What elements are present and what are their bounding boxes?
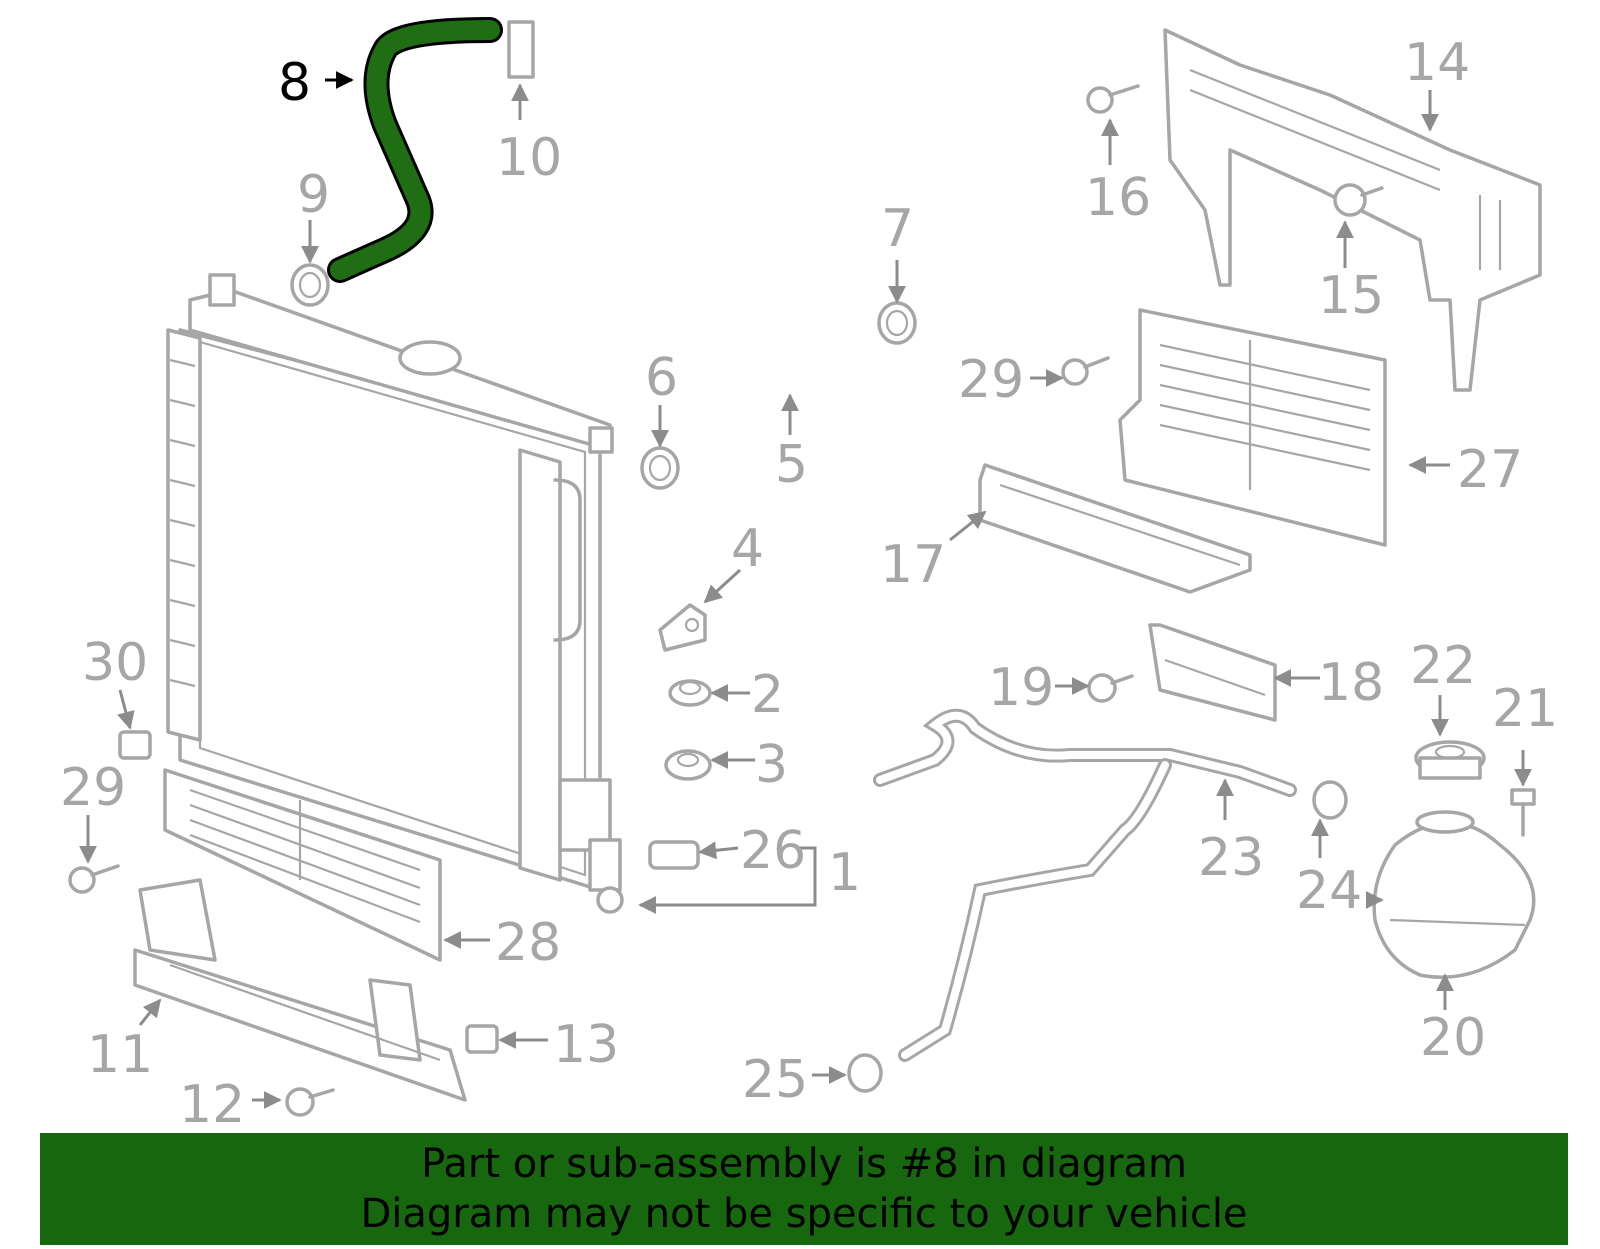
- clamp-9: [290, 263, 330, 307]
- callout-23: 23: [1198, 828, 1264, 888]
- bracket-10: [507, 20, 535, 79]
- callout-5: 5: [775, 435, 808, 495]
- lower-deflector: [133, 878, 467, 1102]
- bolt-29-upper: [1061, 356, 1110, 386]
- callout-11: 11: [87, 1025, 153, 1085]
- active-grille-shutter: [1118, 308, 1387, 547]
- callout-9: 9: [297, 165, 330, 225]
- callout-12: 12: [179, 1075, 245, 1135]
- callout-16: 16: [1085, 168, 1151, 228]
- bracket-18: [1148, 623, 1277, 722]
- grommet-2: [668, 679, 712, 707]
- deflector-17: [978, 463, 1252, 594]
- callout-29-upper: 29: [958, 350, 1024, 410]
- lower-shutter: [163, 768, 442, 962]
- info-banner: Part or sub-assembly is #8 in diagram Di…: [40, 1133, 1568, 1245]
- pushpin-12: [285, 1087, 335, 1117]
- nut-13: [465, 1024, 499, 1054]
- radiator: [166, 273, 624, 914]
- bolt-16: [1086, 84, 1140, 114]
- callout-15: 15: [1318, 266, 1384, 326]
- clamp-24: [1312, 780, 1348, 820]
- callout-labels: 8 10 9 7 6 5 4 2 3 26 1 28 11 12 13 30 2…: [60, 33, 1558, 1135]
- callout-1: 1: [828, 843, 861, 903]
- callout-18: 18: [1318, 653, 1384, 713]
- callout-2: 2: [751, 665, 784, 725]
- callout-7: 7: [881, 199, 914, 259]
- callout-29-lower: 29: [60, 758, 126, 818]
- callout-27: 27: [1457, 440, 1523, 500]
- callout-25: 25: [742, 1050, 808, 1110]
- callout-19: 19: [988, 658, 1054, 718]
- bracket-4: [658, 603, 707, 652]
- sensor-26: [648, 840, 700, 870]
- callout-14: 14: [1404, 33, 1470, 93]
- callout-3: 3: [755, 735, 788, 795]
- clamp-7: [877, 301, 917, 345]
- callout-17: 17: [880, 535, 946, 595]
- clamp-25: [847, 1053, 883, 1093]
- callout-8: 8: [278, 53, 311, 113]
- callout-6: 6: [645, 348, 678, 408]
- bolt-29-lower: [68, 864, 120, 894]
- upper-air-baffle: [1163, 28, 1542, 392]
- callout-30: 30: [82, 633, 148, 693]
- reservoir-cap: [1414, 740, 1486, 780]
- banner-line-1: Part or sub-assembly is #8 in diagram: [421, 1141, 1187, 1187]
- coolant-reservoir: [1372, 810, 1536, 979]
- pushpin-15: [1333, 183, 1384, 217]
- callout-10: 10: [496, 128, 562, 188]
- pushpin-19: [1087, 673, 1134, 703]
- banner-line-2: Diagram may not be specific to your vehi…: [360, 1191, 1248, 1237]
- grommet-3: [664, 749, 712, 781]
- callout-21: 21: [1492, 679, 1558, 739]
- callout-24: 24: [1296, 861, 1362, 921]
- callout-20: 20: [1420, 1008, 1486, 1068]
- clamp-6: [640, 446, 680, 490]
- callout-13: 13: [553, 1015, 619, 1075]
- nut-30: [118, 730, 152, 760]
- bolt-21: [1510, 788, 1536, 837]
- leader-lines: [79, 71, 1532, 1109]
- callout-26: 26: [740, 821, 806, 881]
- callout-4: 4: [731, 519, 764, 579]
- callout-22: 22: [1410, 636, 1476, 696]
- callout-28: 28: [495, 913, 561, 973]
